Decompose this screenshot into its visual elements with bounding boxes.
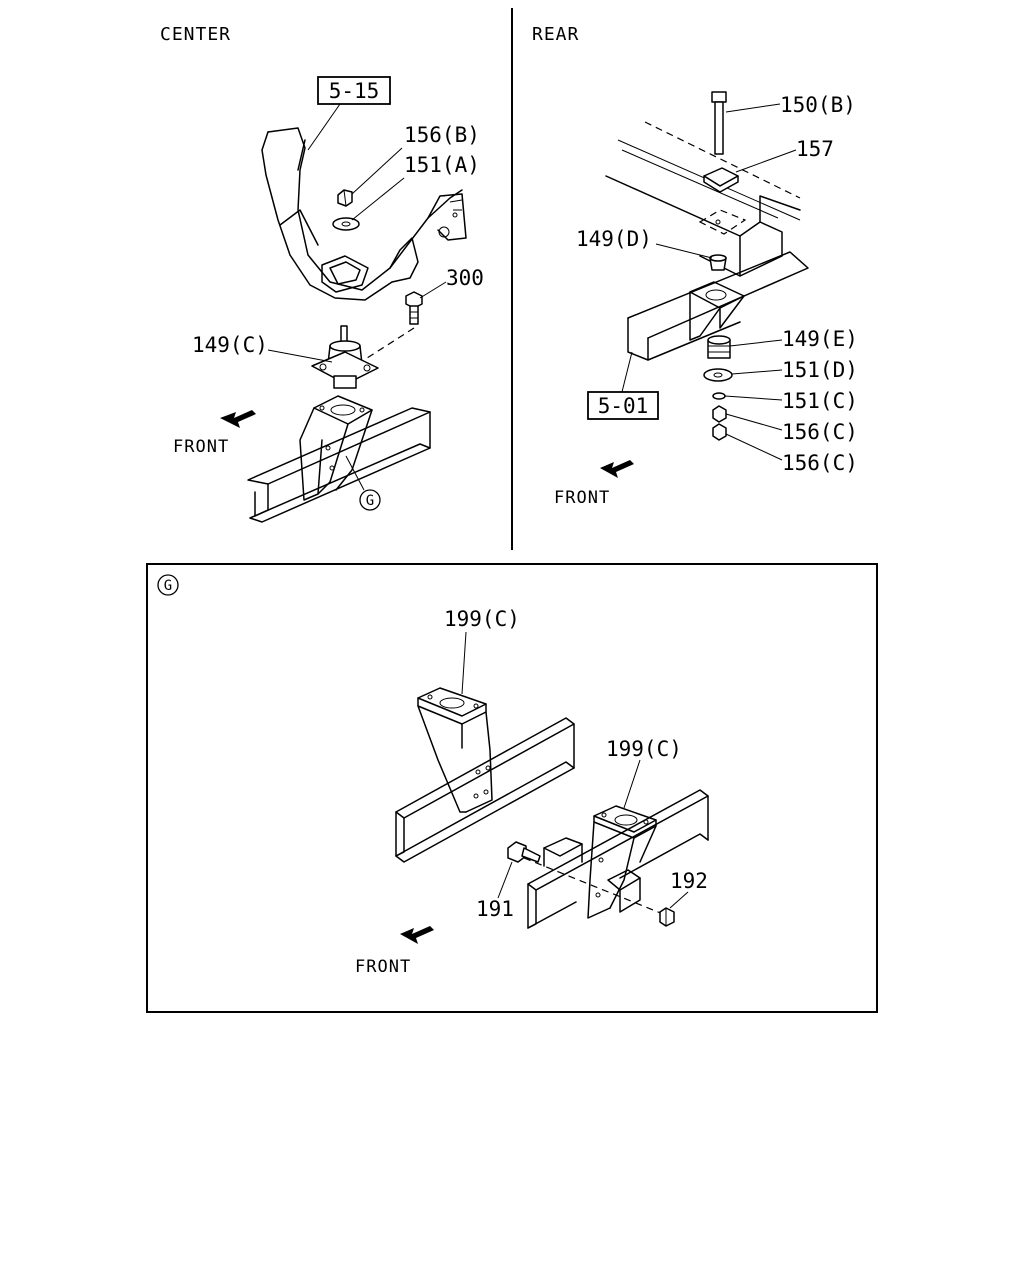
callout-149d: 149(D) bbox=[576, 227, 652, 251]
leader-156c-upper bbox=[725, 413, 783, 431]
detail-g-marker-center-label: G bbox=[366, 493, 374, 509]
front-label-rear: FRONT bbox=[554, 488, 610, 508]
ref-box-5-15-label: 5-15 bbox=[329, 79, 380, 103]
ref-box-5-01-label: 5-01 bbox=[598, 394, 649, 418]
rear-view: REAR 150(B) 157 149(D) bbox=[532, 24, 858, 508]
callout-192: 192 bbox=[670, 869, 708, 893]
callout-151d: 151(D) bbox=[782, 358, 858, 382]
rear-body-rail bbox=[605, 121, 801, 277]
callout-199c-right: 199(C) bbox=[606, 737, 682, 761]
leader-191 bbox=[497, 861, 513, 899]
callout-300: 300 bbox=[446, 266, 484, 290]
detail-g-panel: G 199(C) bbox=[146, 563, 878, 1013]
callout-151c: 151(C) bbox=[782, 389, 858, 413]
bolt-300 bbox=[405, 291, 423, 325]
callout-150b: 150(B) bbox=[780, 93, 856, 117]
leader-5-15 bbox=[307, 103, 341, 151]
leader-5-01 bbox=[621, 351, 633, 393]
callout-157: 157 bbox=[796, 137, 834, 161]
leader-156b bbox=[351, 147, 403, 195]
front-arrow-rear bbox=[600, 460, 634, 478]
leader-149c bbox=[267, 349, 333, 363]
ref-box-5-15 bbox=[317, 76, 391, 105]
rear-title: REAR bbox=[532, 24, 579, 45]
rubber-149e bbox=[707, 335, 731, 359]
detail-frame-rail-right bbox=[523, 789, 709, 929]
leader-151c bbox=[724, 395, 783, 401]
leader-300 bbox=[419, 281, 447, 299]
center-title: CENTER bbox=[160, 24, 231, 45]
leader-g-center bbox=[345, 455, 365, 491]
leader-157 bbox=[735, 149, 797, 173]
nut-156b bbox=[337, 189, 353, 207]
front-label-center: FRONT bbox=[173, 437, 229, 457]
leader-149e bbox=[729, 339, 783, 347]
detail-g-frame bbox=[146, 563, 878, 1013]
rear-frame-rail bbox=[627, 251, 809, 361]
callout-156c-lower: 156(C) bbox=[782, 451, 858, 475]
detail-g-marker-center bbox=[359, 489, 381, 511]
center-frame-rail bbox=[247, 395, 431, 523]
nut-156c-upper bbox=[712, 405, 727, 423]
leader-199c-left bbox=[461, 631, 467, 695]
bolt-150b bbox=[711, 91, 727, 155]
bolt-191 bbox=[507, 841, 541, 863]
mount-149c bbox=[311, 325, 379, 389]
front-arrow-detail bbox=[400, 926, 434, 944]
bracket-199c-right bbox=[587, 805, 657, 919]
leader-150b bbox=[725, 103, 781, 113]
nut-192 bbox=[659, 907, 675, 927]
callout-149c: 149(C) bbox=[192, 333, 268, 357]
leader-156c-lower bbox=[725, 433, 783, 461]
callout-156c-upper: 156(C) bbox=[782, 420, 858, 444]
leader-149d bbox=[655, 243, 713, 259]
detail-frame-rail-left bbox=[395, 717, 575, 863]
callout-151a: 151(A) bbox=[404, 153, 480, 177]
bolt-300-path bbox=[363, 327, 415, 361]
ref-box-5-01 bbox=[587, 391, 659, 420]
front-arrow-center bbox=[220, 410, 256, 428]
callout-191: 191 bbox=[476, 897, 514, 921]
detail-g-marker-label: G bbox=[164, 578, 172, 594]
nut-156c-lower bbox=[712, 423, 727, 441]
detail-g-marker bbox=[157, 574, 179, 596]
washer-151a bbox=[332, 217, 360, 231]
leader-192 bbox=[669, 891, 689, 909]
front-label-detail: FRONT bbox=[355, 957, 411, 977]
leader-199c-right bbox=[623, 759, 641, 809]
washer-151d bbox=[703, 368, 733, 382]
center-view: CENTER 5-15 156(B) 151(A) bbox=[160, 24, 484, 523]
callout-199c-left: 199(C) bbox=[444, 607, 520, 631]
callout-156b: 156(B) bbox=[404, 123, 480, 147]
leader-151d bbox=[731, 369, 783, 375]
bracket-199c-left bbox=[417, 687, 493, 813]
callout-149e: 149(E) bbox=[782, 327, 858, 351]
washer-151c bbox=[712, 392, 726, 400]
leader-151a bbox=[351, 177, 405, 221]
hanger-bracket bbox=[261, 127, 467, 301]
